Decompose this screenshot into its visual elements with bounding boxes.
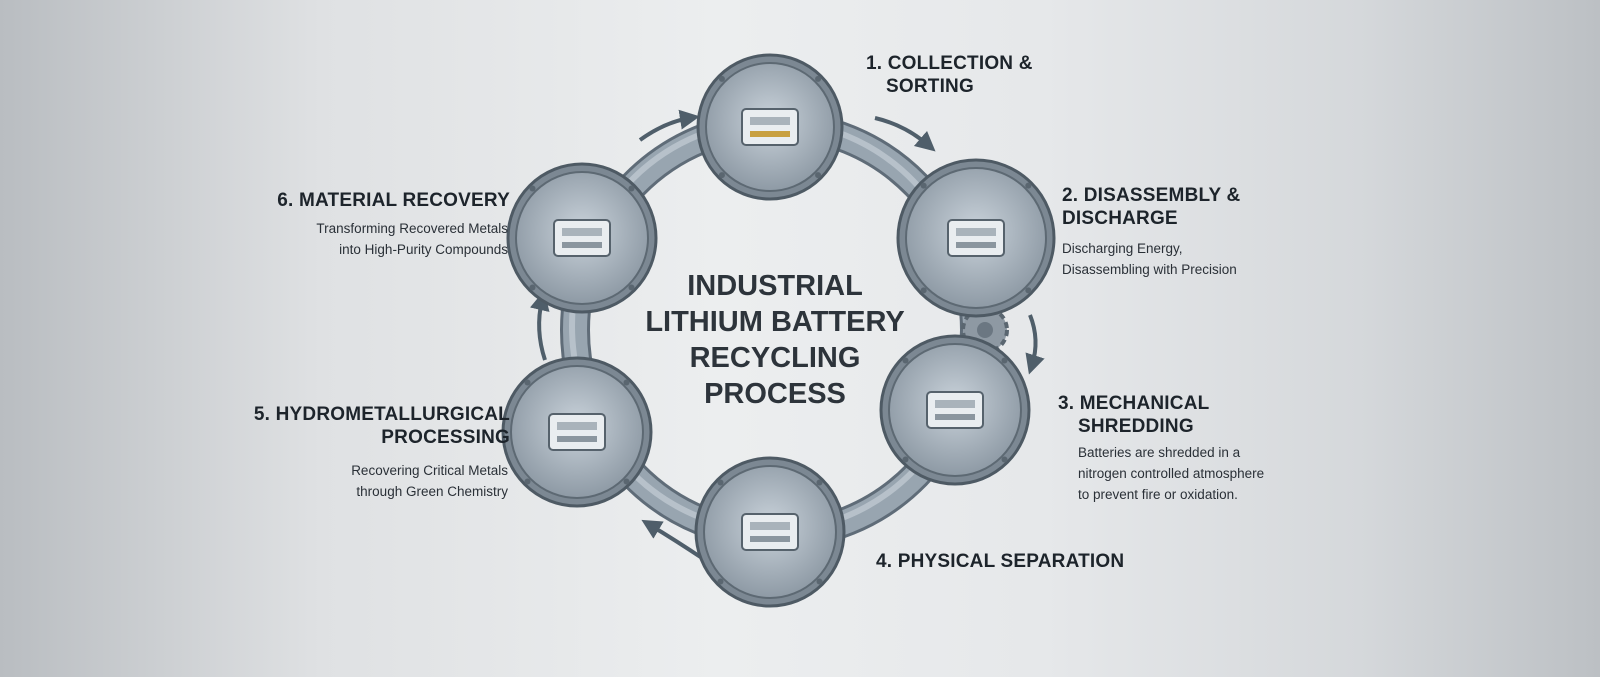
- arrow-icon: [874, 116, 936, 152]
- step-4-disc: [694, 456, 846, 608]
- step-1-title: 1. COLLECTION &SORTING: [866, 53, 1033, 97]
- step-6-title: 6. MATERIAL RECOVERY: [277, 190, 510, 211]
- battery-bin-icon: [741, 108, 799, 146]
- step-3-disc: [879, 334, 1031, 486]
- arrow-icon: [638, 109, 700, 142]
- step-5-disc: [501, 356, 653, 508]
- step-2-disc: [896, 158, 1056, 318]
- hands-disassembly-icon: [947, 219, 1005, 257]
- step-2-desc: Discharging Energy,Disassembling with Pr…: [1062, 241, 1237, 277]
- filter-press-icon: [553, 219, 611, 257]
- arrow-icon: [1025, 314, 1045, 375]
- diagram-title: INDUSTRIAL LITHIUM BATTERY RECYCLING PRO…: [645, 270, 905, 410]
- separator-icon: [741, 513, 799, 551]
- step-2-title: 2. DISASSEMBLY &DISCHARGE: [1062, 185, 1241, 229]
- arrow-icon: [529, 290, 550, 361]
- step-1-disc: [696, 53, 844, 201]
- shredder-icon: [926, 391, 984, 429]
- reactor-tanks-icon: [548, 413, 606, 451]
- step-6-disc: [506, 162, 658, 314]
- step-4-title: 4. PHYSICAL SEPARATION: [876, 551, 1125, 572]
